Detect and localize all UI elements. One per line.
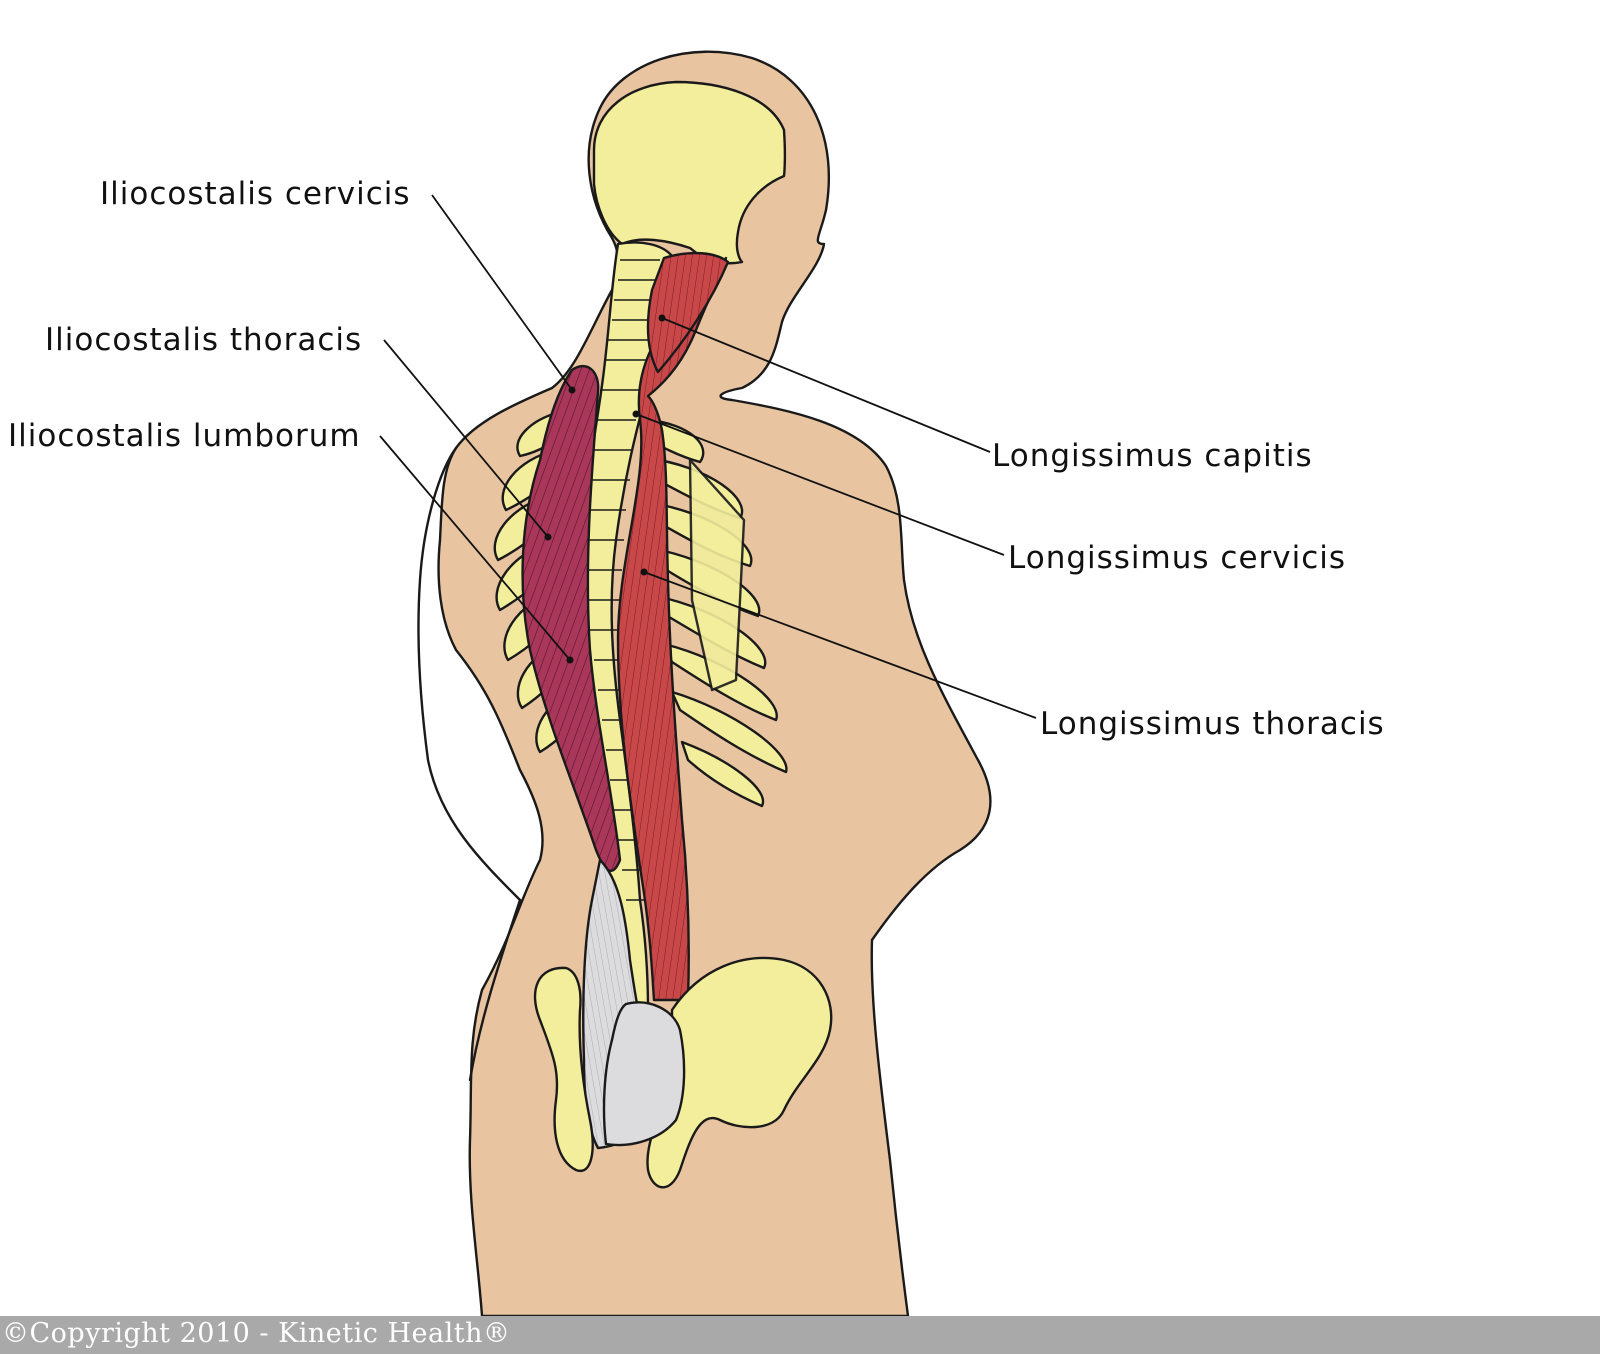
dot-longissimus-cervicis: [632, 410, 640, 418]
pelvis-right: [646, 956, 833, 1189]
leader-iliocostalis-thoracis: [383, 339, 549, 538]
skull: [592, 80, 787, 265]
label-longissimus-thoracis: Longissimus thoracis: [1040, 706, 1385, 742]
sacrum: [602, 1001, 686, 1147]
label-longissimus-capitis: Longissimus capitis: [992, 438, 1313, 474]
label-longissimus-cervicis: Longissimus cervicis: [1008, 540, 1346, 576]
leader-lines: [379, 194, 1037, 719]
back-outline-lower: [468, 898, 522, 1082]
label-iliocostalis-thoracis: Iliocostalis thoracis: [45, 322, 362, 358]
scapula: [688, 458, 746, 692]
dot-longissimus-thoracis: [640, 568, 648, 576]
dot-iliocostalis-lumborum: [566, 656, 574, 664]
left-arm-outline: [417, 446, 522, 902]
leader-longissimus-thoracis: [643, 571, 1037, 719]
label-iliocostalis-lumborum: Iliocostalis lumborum: [8, 418, 361, 454]
dot-iliocostalis-cervicis: [568, 386, 576, 394]
dot-iliocostalis-thoracis: [544, 533, 552, 541]
leader-longissimus-capitis: [661, 317, 991, 453]
leader-iliocostalis-lumborum: [379, 435, 571, 661]
leader-longissimus-cervicis: [635, 413, 1005, 556]
vertebra-marks: [586, 259, 662, 901]
leader-iliocostalis-cervicis: [431, 194, 573, 391]
dot-longissimus-capitis: [658, 314, 666, 322]
label-iliocostalis-cervicis: Iliocostalis cervicis: [100, 176, 411, 212]
longissimus-capitis-muscle: [646, 251, 730, 374]
pelvis-left: [533, 966, 594, 1173]
longissimus-muscle: [616, 256, 728, 1002]
copyright-bar: [0, 1316, 1600, 1354]
copyright-text: ©Copyright 2010 - Kinetic Health®: [2, 1318, 511, 1349]
